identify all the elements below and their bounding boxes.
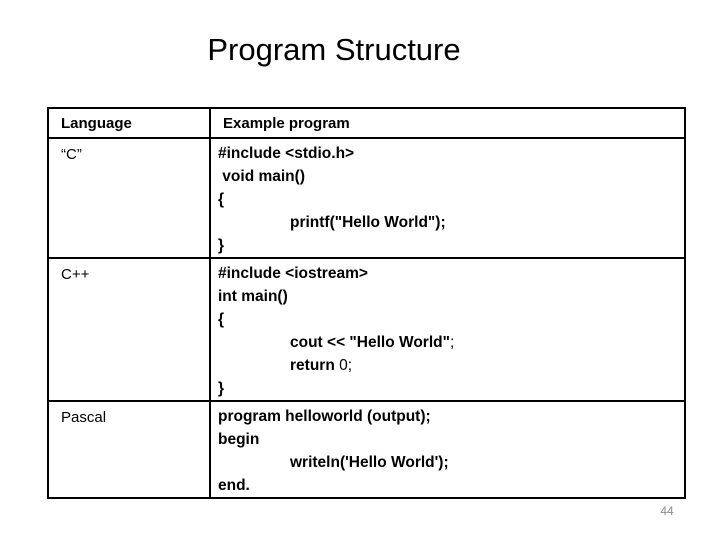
code-segment: return xyxy=(290,357,335,374)
page-title: Program Structure xyxy=(207,32,461,67)
language-cell: “C” xyxy=(47,137,211,259)
code-segment: program helloworld (output); xyxy=(218,408,431,425)
program-structure-table: Language Example program “C”#include <st… xyxy=(47,107,686,499)
code-segment: 0; xyxy=(334,357,353,374)
code-segment: #include <stdio.h> xyxy=(218,145,355,162)
code-line: int main() xyxy=(218,285,684,308)
code-segment: int main() xyxy=(218,288,288,305)
code-line: begin xyxy=(218,428,684,451)
code-segment: #include <iostream> xyxy=(218,265,368,282)
code-segment: end. xyxy=(218,477,250,494)
code-segment: writeln('Hello World'); xyxy=(290,454,449,471)
table-header-row: Language Example program xyxy=(47,107,686,139)
code-line: void main() xyxy=(218,165,684,188)
code-segment: printf("Hello World"); xyxy=(290,214,446,231)
table-row: C++ #include <iostream> int main() { cout <<… xyxy=(47,257,686,402)
code-line: #include <iostream> xyxy=(218,262,684,285)
code-line: } xyxy=(218,234,684,257)
code-segment: begin xyxy=(218,431,260,448)
code-line: #include <stdio.h> xyxy=(218,142,684,165)
table-body: “C” #include <stdio.h> void main() { printf… xyxy=(47,137,686,499)
code-cell: #include <iostream> int main() { cout << "H… xyxy=(209,257,686,402)
language-cell: Pascal xyxy=(47,400,211,499)
code-line: cout << "Hello World"; xyxy=(218,331,684,354)
code-segment: { xyxy=(218,311,225,328)
code-cell: #include <stdio.h> void main() { printf("H… xyxy=(209,137,686,259)
table-row: “C” #include <stdio.h> void main() { printf… xyxy=(47,137,686,259)
column-header-example-program: Example program xyxy=(209,107,686,139)
slide-number: 44 xyxy=(660,504,674,518)
code-line: printf("Hello World"); xyxy=(218,211,684,234)
code-line: return 0; xyxy=(218,354,684,377)
code-line: writeln('Hello World'); xyxy=(218,451,684,474)
code-line: program helloworld (output); xyxy=(218,405,684,428)
code-line: { xyxy=(218,308,684,331)
code-cell: program helloworld (output); begin writeln… xyxy=(209,400,686,499)
code-line: { xyxy=(218,188,684,211)
code-line: } xyxy=(218,377,684,400)
table-row: Pascal program helloworld (output); begin w… xyxy=(47,400,686,499)
code-segment: void main() xyxy=(218,168,305,185)
code-segment: } xyxy=(218,380,225,397)
code-segment: cout << "Hello World" xyxy=(290,334,450,351)
column-header-language: Language xyxy=(47,107,211,139)
language-cell: C++ xyxy=(47,257,211,402)
code-line: end. xyxy=(218,474,684,497)
code-segment: { xyxy=(218,191,225,208)
code-segment: } xyxy=(218,237,225,254)
code-segment: ; xyxy=(449,334,455,351)
